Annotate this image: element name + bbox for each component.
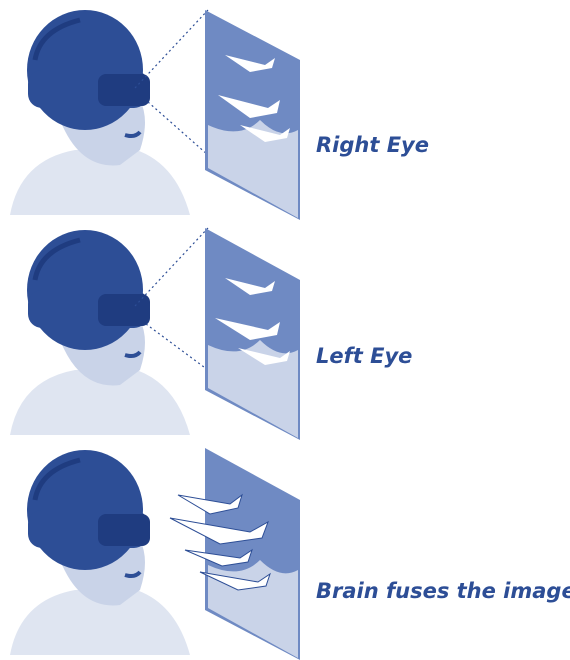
- caption-brain-fuses: Brain fuses the image: [316, 579, 570, 603]
- person-with-headset: [10, 10, 190, 215]
- fused-image-illustration: [0, 440, 570, 660]
- caption-right-eye: Right Eye: [316, 133, 429, 157]
- right-eye-illustration: [0, 0, 570, 220]
- left-eye-illustration: [0, 220, 570, 440]
- caption-left-eye: Left Eye: [316, 344, 412, 368]
- display-panel: [205, 448, 300, 660]
- panel-left-eye: Left Eye: [0, 220, 570, 440]
- panel-brain-fuses: Brain fuses the image: [0, 440, 570, 660]
- panel-right-eye: Right Eye: [0, 0, 570, 220]
- person-with-headset: [10, 230, 190, 435]
- person-with-headset: [10, 450, 190, 655]
